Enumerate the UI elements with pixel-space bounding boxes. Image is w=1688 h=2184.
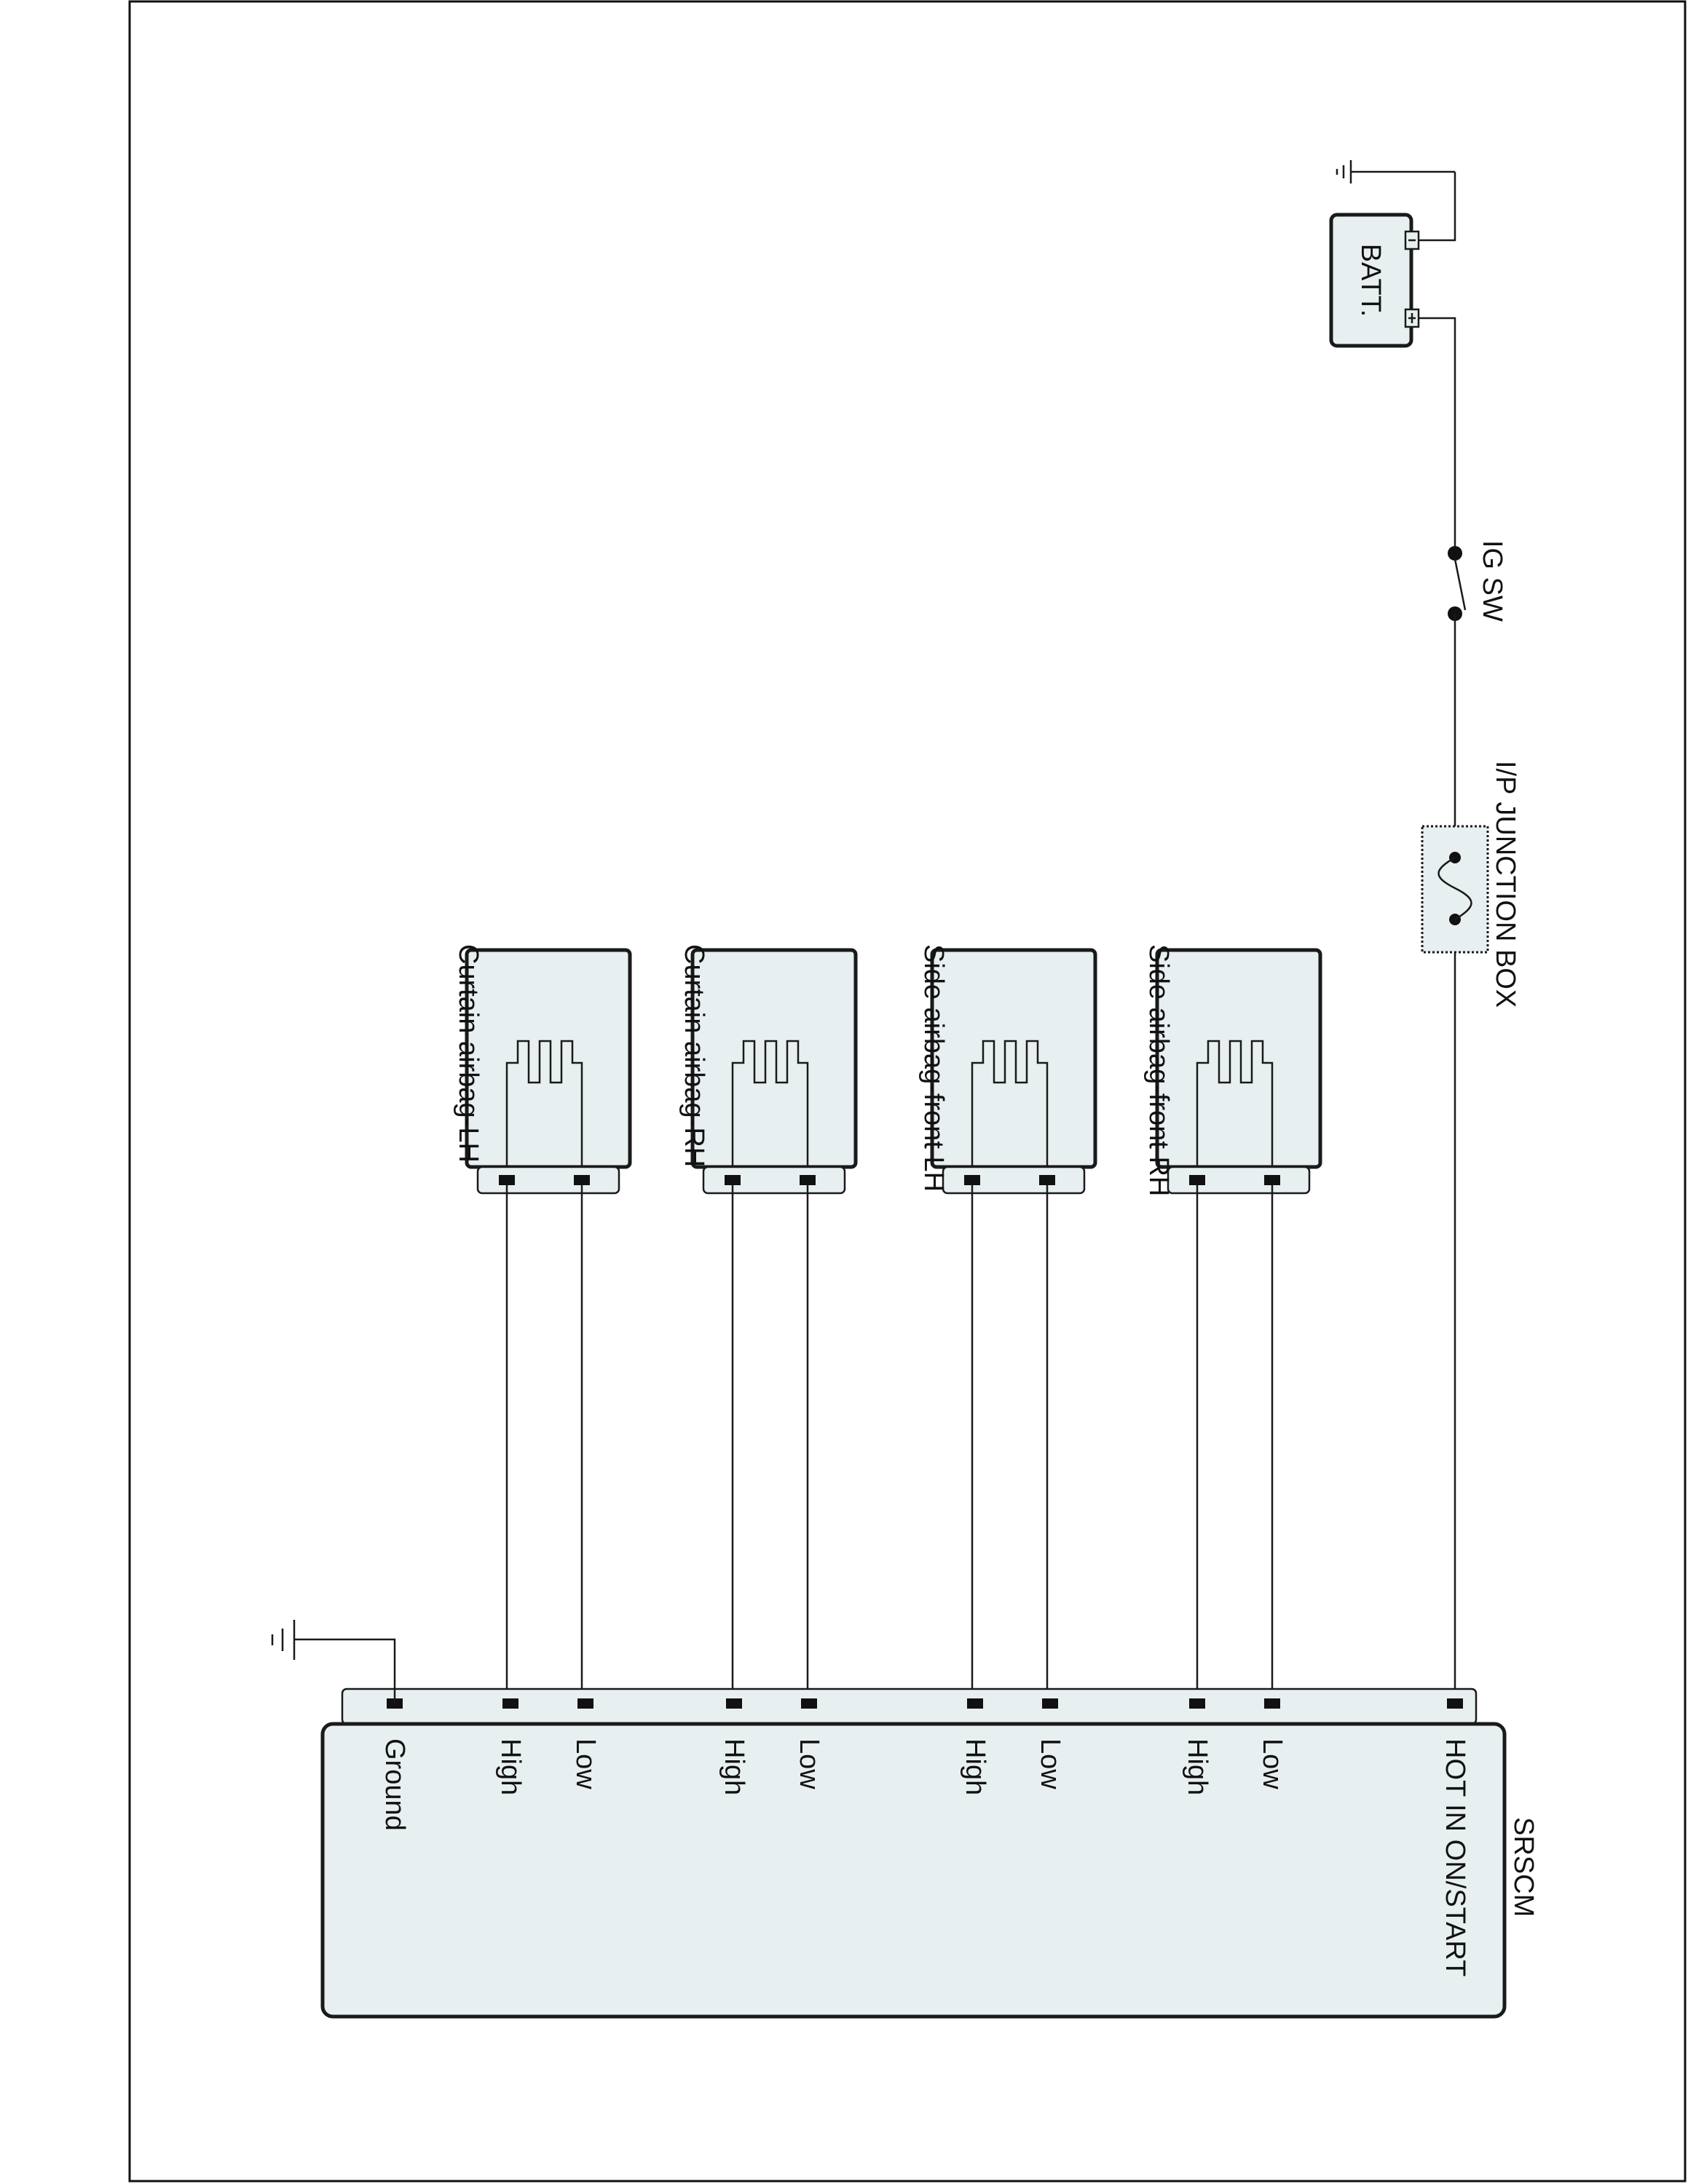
battery: BATT. [1329,213,1420,348]
srscm-pin [577,1698,593,1709]
srscm-pin-label: HOT IN ON/START [1440,1738,1470,1977]
airbag-label: Side airbag-front RH [1143,944,1174,1196]
airbag-pin [964,1175,980,1185]
srscm-pin-label: High [960,1738,990,1795]
fuse-icon [1437,856,1472,921]
battery-label: BATT. [1355,244,1386,317]
ip-junction-box: I/P JUNCTION BOX [1421,761,1521,1008]
ignition-switch: IG SW [1448,540,1507,622]
srscm-ground-icon [271,1620,396,1704]
airbag-pin [574,1175,590,1185]
ig-switch-label: IG SW [1477,540,1507,622]
airbag-1: Side airbag-front RH [1143,944,1322,1704]
srscm-pin-label: Low [570,1738,601,1789]
squib-icon [505,1040,583,1167]
srscm-pin-label: Ground [379,1738,410,1831]
airbag-label: Curtain airbag-RH [679,944,709,1167]
srscm-pin [1189,1698,1205,1709]
srscm-pin-label: Low [794,1738,824,1789]
battery-ground-icon [1336,160,1455,183]
airbag-connector [702,1166,846,1195]
airbag-connector [942,1166,1086,1195]
srscm-module: SRSCM HOT IN ON/START Low High Low High Low Hi… [320,1688,1539,2019]
srscm-pin-label: High [719,1738,749,1795]
srscm-pin [1264,1698,1280,1709]
airbag-label: Curtain airbag-LH [453,944,484,1163]
airbag-label: Side airbag-front LH [918,944,949,1192]
airbag-body [690,948,858,1169]
airbag-2: Side airbag-front LH [918,944,1097,1704]
srscm-pin-label: High [495,1738,526,1795]
srscm-body [320,1722,1507,2019]
srscm-pin-label: Low [1035,1738,1065,1789]
airbag-body [930,948,1097,1169]
airbag-3: Curtain airbag-RH [679,944,858,1704]
squib-icon [731,1040,809,1167]
airbag-pin [1039,1175,1055,1185]
srscm-pin [801,1698,817,1709]
airbag-pin [800,1175,816,1185]
airbag-4: Curtain airbag-LH [453,944,632,1704]
airbag-pin [499,1175,515,1185]
airbag-body [465,948,632,1169]
airbag-connector [1167,1166,1311,1195]
squib-icon [1196,1040,1274,1167]
srscm-pin-label: High [1182,1738,1212,1795]
airbag-pin [1189,1175,1205,1185]
page-frame [128,0,1687,2183]
airbag-connector [476,1166,620,1195]
junction-box-label: I/P JUNCTION BOX [1490,761,1521,1008]
airbag-modules: Side airbag-front RH Side airbag-front LH… [453,944,1322,1704]
power-circuit: BATT. IG SW I/P JUNCTION BOX [1329,160,1521,1704]
srscm-pins: HOT IN ON/START Low High Low High Low High Low H… [379,1698,1470,1977]
srscm-pin [1447,1698,1463,1709]
srscm-pin [726,1698,742,1709]
srscm-pin-label: Low [1257,1738,1287,1789]
squib-icon [971,1040,1049,1167]
srscm-pin [967,1698,983,1709]
airbag-pin [1264,1175,1280,1185]
srscm-label: SRSCM [1508,1817,1539,1917]
airbag-pin [725,1175,741,1185]
airbag-body [1155,948,1322,1169]
srscm-pin [502,1698,518,1709]
srscm-pin [1042,1698,1058,1709]
